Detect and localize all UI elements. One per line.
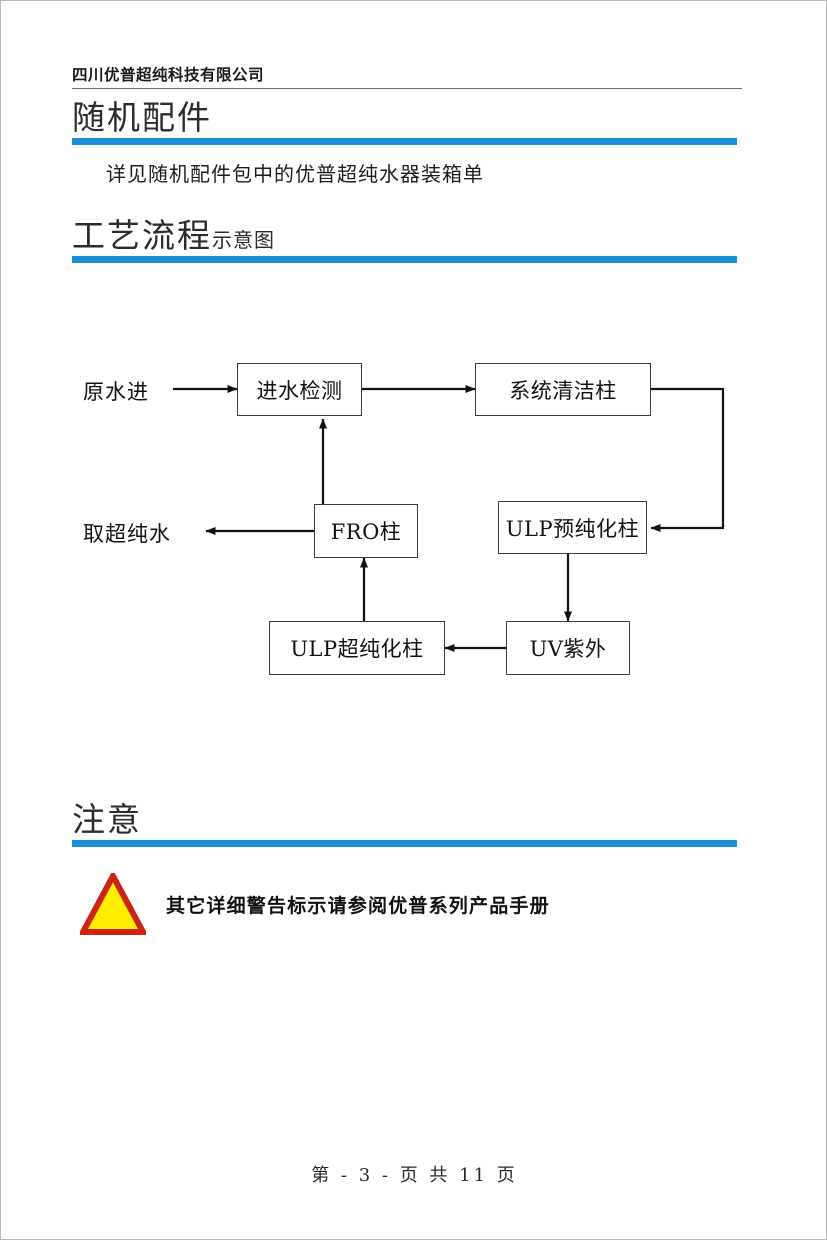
flow-node-label: FRO柱 [330, 520, 402, 544]
section-rule-notice [72, 839, 737, 847]
section-title-notice: 注意 [72, 800, 737, 839]
flow-node-system-clean-col: 系统清洁柱 [475, 363, 651, 416]
flow-node-label: UV紫外 [529, 637, 607, 661]
section-title-process-flow: 工艺流程示意图 [72, 216, 737, 255]
section-process-flow: 工艺流程示意图 [72, 216, 737, 263]
section-rule-process-flow [72, 255, 737, 263]
flow-node-label: ULP预纯化柱 [505, 516, 640, 541]
notice-text: 其它详细警告标示请参阅优普系列产品手册 [166, 895, 550, 917]
section-rule-accessories [72, 137, 737, 145]
section-title-main: 工艺流程 [72, 216, 212, 255]
flow-node-inlet-detection: 进水检测 [237, 363, 362, 416]
flow-node-label: ULP超纯化柱 [290, 637, 424, 661]
section-title-main: 随机配件 [72, 98, 212, 137]
section-title-sub: 示意图 [212, 228, 275, 252]
section-accessories: 随机配件 [72, 98, 737, 145]
section-title-main: 注意 [72, 800, 142, 839]
flow-label-raw-water-in: 原水进 [83, 380, 149, 404]
section-title-accessories: 随机配件 [72, 98, 737, 137]
document-header: 四川优普超纯科技有限公司 [72, 65, 742, 89]
page-footer: 第 - 3 - 页 共 11 页 [311, 1165, 518, 1186]
flow-node-ulp-ultra-col: ULP超纯化柱 [269, 621, 445, 675]
company-name: 四川优普超纯科技有限公司 [72, 66, 265, 84]
flow-node-label: 系统清洁柱 [509, 378, 617, 403]
accessories-body-text: 详见随机配件包中的优普超纯水器装箱单 [106, 162, 484, 186]
flow-label-ultrapure-out: 取超纯水 [83, 522, 171, 546]
flow-node-label: 进水检测 [256, 378, 343, 403]
section-notice: 注意 [72, 800, 737, 847]
warning-triangle-icon [80, 873, 146, 935]
flow-node-fro-col: FRO柱 [314, 504, 418, 558]
flow-node-uv-lamp: UV紫外 [506, 621, 630, 675]
flow-node-ulp-pre-col: ULP预纯化柱 [498, 501, 647, 554]
